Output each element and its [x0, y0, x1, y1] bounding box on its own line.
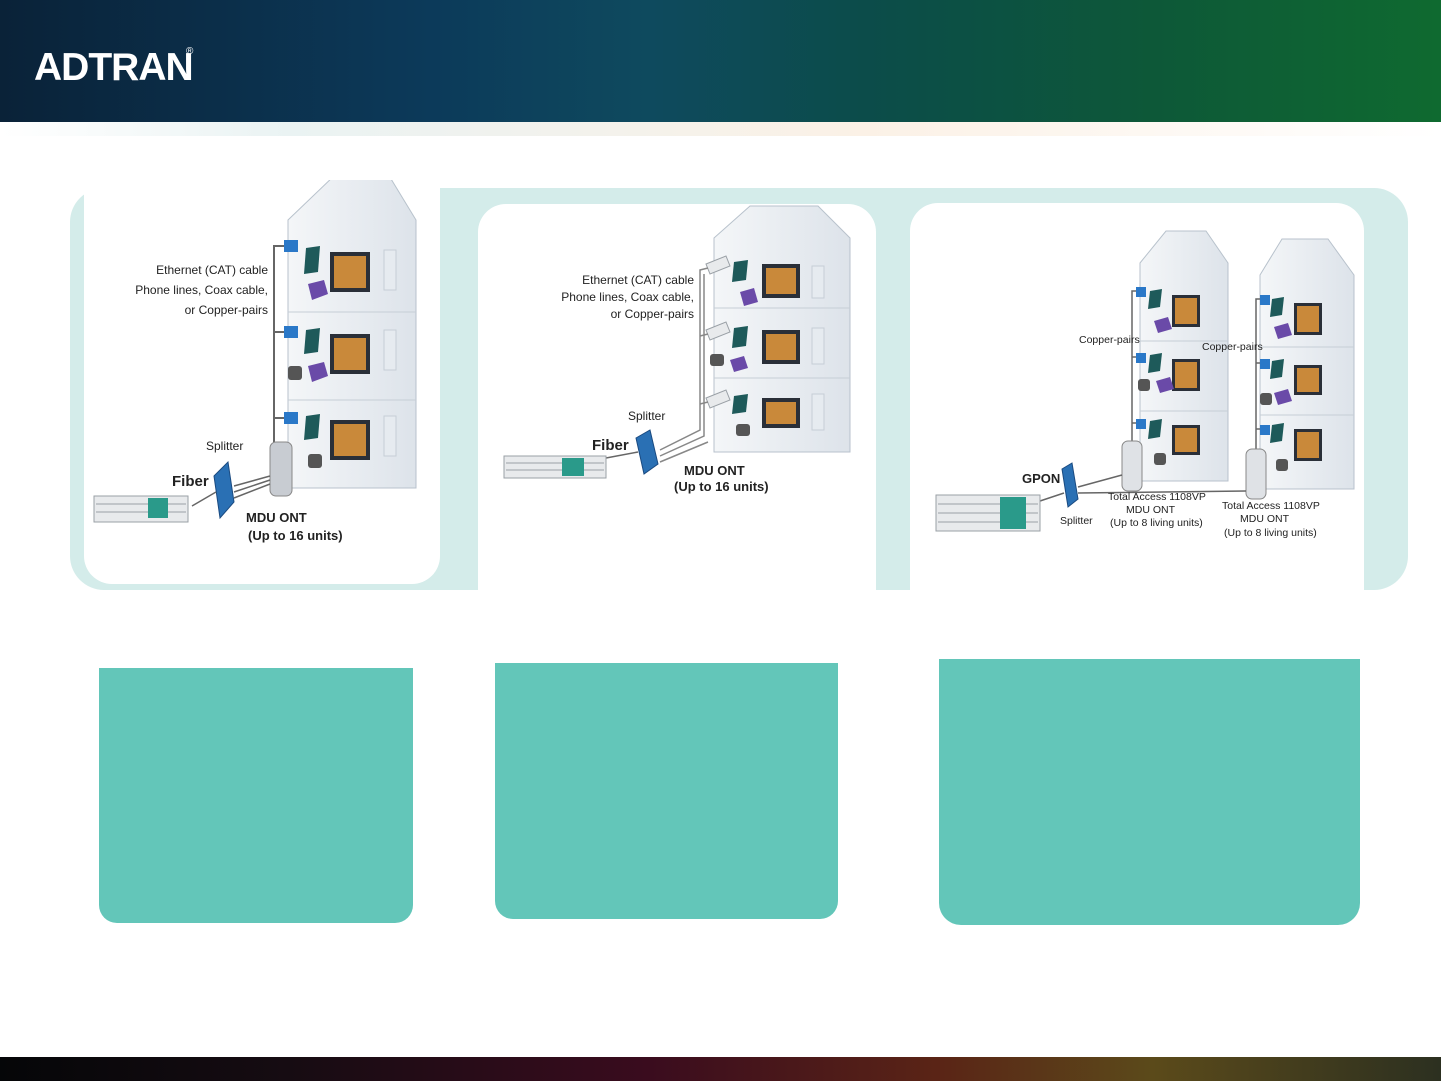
- diagram-panel-1: Ethernet (CAT) cable Phone lines, Coax c…: [84, 173, 440, 584]
- gpon-line: [1039, 474, 1247, 502]
- cable-riser: [273, 245, 284, 444]
- ont1-label-line1: Total Access 1108VP: [1108, 491, 1206, 503]
- header-glow: [0, 122, 1441, 136]
- phone-icon: [288, 366, 322, 468]
- ont2-label-line1: Total Access 1108VP: [1222, 500, 1320, 512]
- ont-label-line2: (Up to 16 units): [674, 479, 769, 494]
- laptop-icon: [304, 246, 320, 440]
- splitter-device: [213, 460, 235, 520]
- set-top-box-icon: [308, 280, 328, 382]
- tv-icon: [1172, 295, 1322, 461]
- splitter-device: [635, 429, 659, 475]
- description-card-3: [939, 659, 1360, 925]
- olt-chassis: [935, 494, 1041, 532]
- mdu-ont-device-1: [1121, 440, 1143, 492]
- adtran-logo: ADTRAN ®: [34, 42, 204, 91]
- phone-icon: [1138, 379, 1288, 471]
- olt-chassis: [93, 495, 189, 523]
- ont-label-line2: (Up to 16 units): [248, 528, 343, 543]
- switch-icon: [705, 255, 731, 409]
- mdu-ont-device-2: [1245, 448, 1267, 500]
- cable-label-line3: or Copper-pairs: [611, 307, 694, 321]
- logo-text: ADTRAN: [34, 46, 193, 86]
- ont2-label-line2: MDU ONT: [1240, 513, 1290, 525]
- mdu-diagram-1: Ethernet (CAT) cable Phone lines, Coax c…: [93, 173, 417, 543]
- diagram-panel-2: Ethernet (CAT) cable Phone lines, Coax c…: [478, 204, 876, 598]
- tv-icon: [330, 252, 370, 460]
- copper-pairs-label-1: Copper-pairs: [1079, 334, 1140, 346]
- building-icon: [287, 173, 417, 489]
- tv-icon: [762, 264, 800, 428]
- logo-registered-mark: ®: [186, 46, 194, 57]
- gpon-label: GPON: [1022, 471, 1060, 486]
- splitter-device: [1061, 462, 1079, 508]
- set-top-box-icon: [730, 288, 758, 372]
- copper-pairs-label-2: Copper-pairs: [1202, 341, 1263, 353]
- cable-label-line1: Ethernet (CAT) cable: [156, 263, 268, 277]
- header-banner: [0, 0, 1441, 122]
- olt-chassis: [503, 455, 607, 479]
- cable-riser: [659, 267, 709, 463]
- ont1-label-line2: MDU ONT: [1126, 504, 1176, 516]
- fiber-line: [605, 451, 639, 459]
- ont-label-line1: MDU ONT: [684, 463, 745, 478]
- cable-label-line2: Phone lines, Coax cable,: [135, 283, 268, 297]
- laptop-icon: [732, 260, 748, 414]
- copper-riser: [1131, 290, 1260, 453]
- phone-icon: [710, 354, 750, 436]
- description-card-1: [99, 668, 413, 923]
- router-icon: [284, 240, 298, 424]
- ont-label-line1: MDU ONT: [246, 510, 307, 525]
- mdu-diagram-3: Copper-pairs Copper-pairs GPON Splitter …: [935, 230, 1355, 539]
- laptop-icon: [1148, 289, 1284, 443]
- ont1-label-line3: (Up to 8 living units): [1110, 517, 1203, 529]
- ont2-label-line3: (Up to 8 living units): [1224, 527, 1317, 539]
- mdu-ont-device: [269, 441, 293, 497]
- router-icon: [1136, 287, 1270, 435]
- cable-label-line1: Ethernet (CAT) cable: [582, 273, 694, 287]
- cable-label-line3: or Copper-pairs: [185, 303, 268, 317]
- mdu-diagram-2: Ethernet (CAT) cable Phone lines, Coax c…: [503, 205, 851, 494]
- building-icon: [713, 205, 851, 453]
- fiber-label: Fiber: [172, 473, 209, 490]
- fiber-line: [191, 475, 271, 507]
- description-card-2: [495, 663, 838, 919]
- footer-bar: [0, 1057, 1441, 1081]
- splitter-label: Splitter: [206, 439, 243, 453]
- adtran-logo-image: ADTRAN ®: [34, 46, 194, 89]
- fiber-label: Fiber: [592, 437, 629, 454]
- set-top-box-icon: [1154, 317, 1292, 405]
- splitter-label: Splitter: [1060, 515, 1093, 527]
- cable-label-line2: Phone lines, Coax cable,: [561, 290, 694, 304]
- splitter-label: Splitter: [628, 409, 665, 423]
- diagram-panel-3: Copper-pairs Copper-pairs GPON Splitter …: [910, 203, 1364, 595]
